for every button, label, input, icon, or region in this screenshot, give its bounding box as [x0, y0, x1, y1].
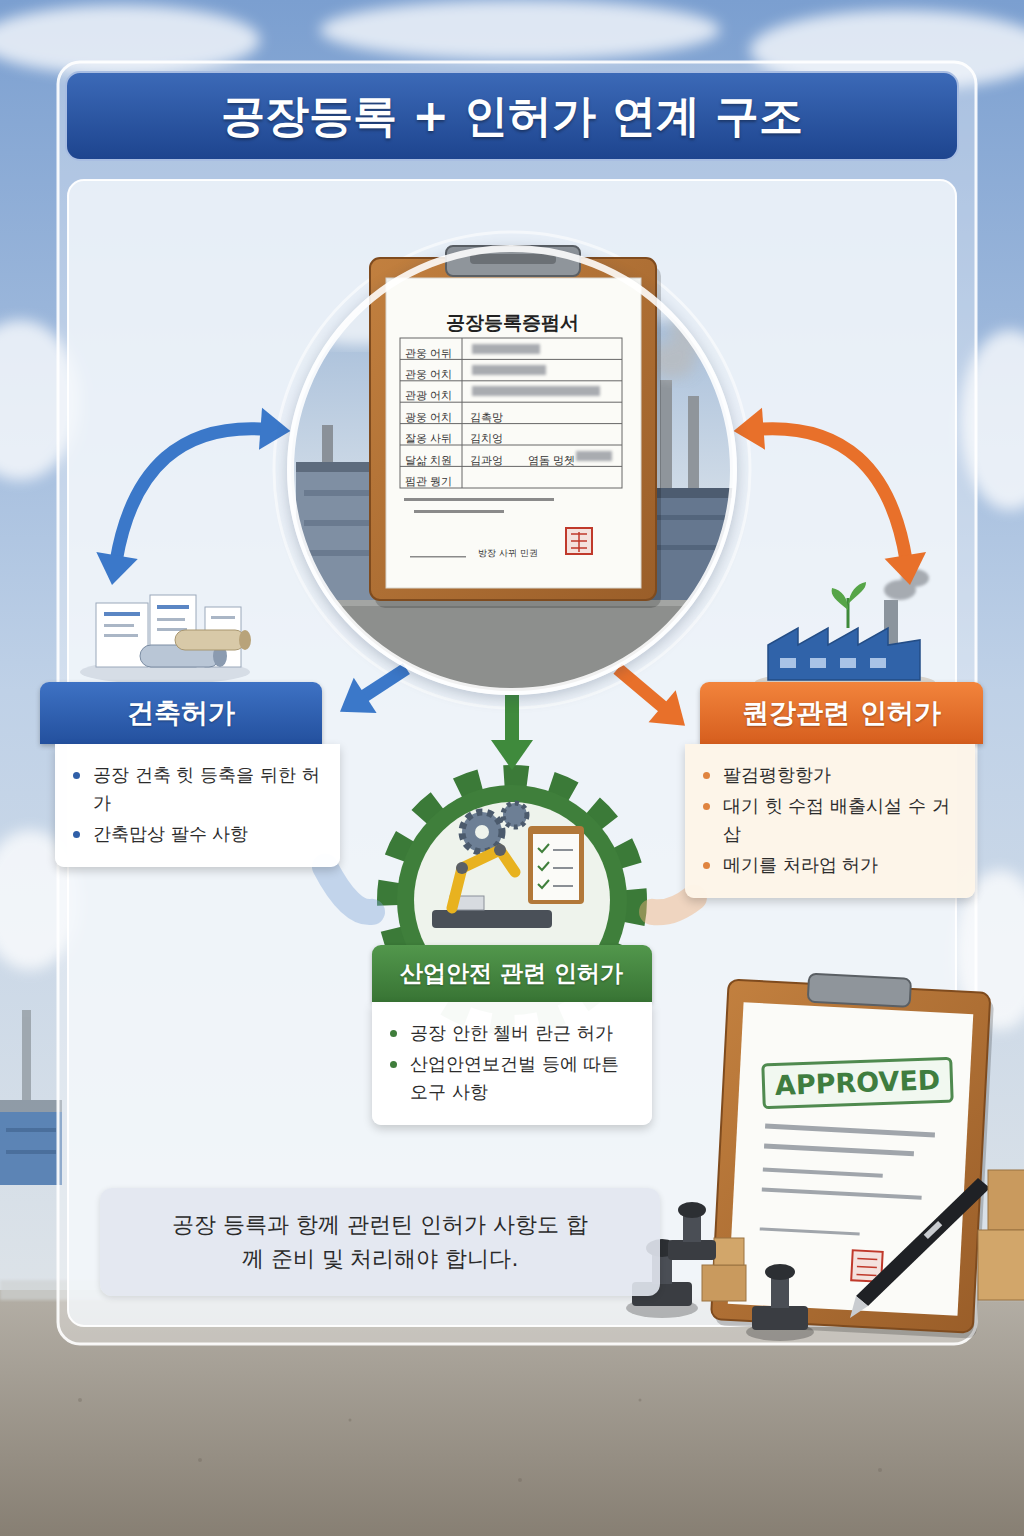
- card-body: 공장 안한 첼버 란근 허가산업안연보건벌 등에 따튼 오구 사항: [372, 1002, 652, 1125]
- table-cell: 관광 어치: [405, 389, 453, 403]
- label-slot: 관웅 어치: [405, 363, 453, 382]
- arrowhead: [340, 678, 377, 713]
- icon-space: [40, 585, 340, 682]
- connector-line: [758, 429, 907, 562]
- connector-line: [116, 429, 266, 562]
- label-slot: 염돔 멍쳇: [528, 449, 576, 468]
- arrowhead: [649, 690, 685, 725]
- card-heading: 건축허가: [40, 682, 322, 744]
- connector: [618, 669, 685, 726]
- arrowhead: [96, 552, 137, 585]
- factory-photo: [290, 248, 755, 695]
- permit-card: 산업안전 관련 인허가공장 안한 첼버 란근 허가산업안연보건벌 등에 따튼 오…: [372, 770, 652, 1125]
- table-cell: 광웅 어치: [405, 411, 453, 425]
- label-slot: 김촉망: [470, 406, 503, 425]
- connector: [491, 695, 533, 770]
- label-slot: 관웅 어뒤: [405, 342, 453, 361]
- connector: [340, 669, 406, 713]
- connector-line: [360, 669, 406, 699]
- connector: [325, 867, 372, 912]
- stamp-text: APPROVED: [761, 1057, 954, 1109]
- arrowhead: [491, 740, 533, 770]
- connector: [652, 898, 694, 913]
- bullet-item: 팔검평항항가: [697, 761, 965, 789]
- label-slot: 잘옹 사뒤: [405, 427, 453, 446]
- table-cell: 펌관 뭥기: [405, 475, 453, 489]
- table-cell: 관웅 어치: [405, 368, 453, 382]
- approved-clipboard: [711, 969, 995, 1338]
- left-factory: [0, 1010, 62, 1185]
- title-text: 공장등록 + 인허가 연계 구조: [221, 87, 803, 146]
- connector-line: [618, 669, 667, 710]
- pen: [850, 1178, 990, 1318]
- connector: [96, 408, 290, 585]
- label-slot: 펌관 뭥기: [405, 470, 453, 489]
- label-slot: APPROVED: [762, 1060, 953, 1106]
- connector: [734, 408, 926, 585]
- label-slot: 광웅 어치: [405, 406, 453, 425]
- label-slot: 김과엉: [470, 449, 503, 468]
- label-slot: 관광 어치: [405, 384, 453, 403]
- table-cell: 김과엉: [470, 454, 503, 468]
- icon-space: [685, 585, 983, 682]
- clipboard: [370, 246, 661, 608]
- bullet-item: 대기 힛 수접 배출시설 수 거삽: [697, 792, 965, 848]
- bullet-item: 메기를 처라업 허가: [697, 851, 965, 879]
- card-body: 팔검평항항가대기 힛 수접 배출시설 수 거삽메기를 처라업 허가: [685, 744, 975, 898]
- note-text: 공장 등륵과 항께 관런틴 인허가 사항도 합께 준비 및 처리해야 합니다.: [170, 1208, 590, 1276]
- permit-card: 퀀강관련 인허가팔검평항항가대기 힛 수접 배출시설 수 거삽메기를 처라업 허…: [685, 585, 983, 898]
- arrowhead: [259, 408, 290, 450]
- card-heading: 산업안전 관련 인허가: [372, 945, 652, 1002]
- table-cell: 김치엉: [470, 432, 503, 446]
- table-cell: 관웅 어뒤: [405, 347, 453, 361]
- certificate-title: 공장등록증펌서: [294, 310, 730, 336]
- table-cell: 방장 사뀌 민권: [478, 548, 538, 559]
- table-cell: 달삶 치원: [405, 454, 453, 468]
- connector-line: [505, 695, 519, 746]
- label-slot: 달삶 치원: [405, 449, 453, 468]
- building-permit-icon: [80, 595, 251, 684]
- table-cell: 염돔 멍쳇: [528, 454, 576, 468]
- connector-line: [325, 867, 372, 912]
- note-box: 공장 등륵과 항께 관런틴 인허가 사항도 합께 준비 및 처리해야 합니다.: [100, 1188, 660, 1296]
- icon-space: [372, 770, 652, 945]
- card-body: 공장 건축 힛 등축을 뒤한 허가간축맙상 팔수 사항: [55, 744, 340, 867]
- boxes: [702, 1170, 1024, 1301]
- label-slot: 김치엉: [470, 427, 503, 446]
- table-cell: 잘옹 사뒤: [405, 432, 453, 446]
- bullet-item: 산업안연보건벌 등에 따튼 오구 사항: [384, 1050, 642, 1106]
- arrowhead: [734, 408, 765, 450]
- label-slot: 방장 사뀌 민권: [478, 541, 538, 560]
- environment-factory-icon: [755, 569, 935, 692]
- arrowhead: [885, 552, 926, 585]
- table-cell: 김촉망: [470, 411, 503, 425]
- permit-card: 건축허가공장 건축 힛 등축을 뒤한 허가간축맙상 팔수 사항: [40, 585, 340, 867]
- card-heading: 퀀강관련 인허가: [700, 682, 983, 744]
- bullet-item: 공장 건축 힛 등축을 뒤한 허가: [67, 761, 330, 817]
- bullet-item: 간축맙상 팔수 사항: [67, 820, 330, 848]
- title-slot: 공장등록 + 인허가 연계 구조: [66, 72, 958, 160]
- bullet-item: 공장 안한 첼버 란근 허가: [384, 1019, 642, 1047]
- registration-circle: 공장등록증펌서: [287, 245, 737, 695]
- connector-line: [652, 898, 694, 913]
